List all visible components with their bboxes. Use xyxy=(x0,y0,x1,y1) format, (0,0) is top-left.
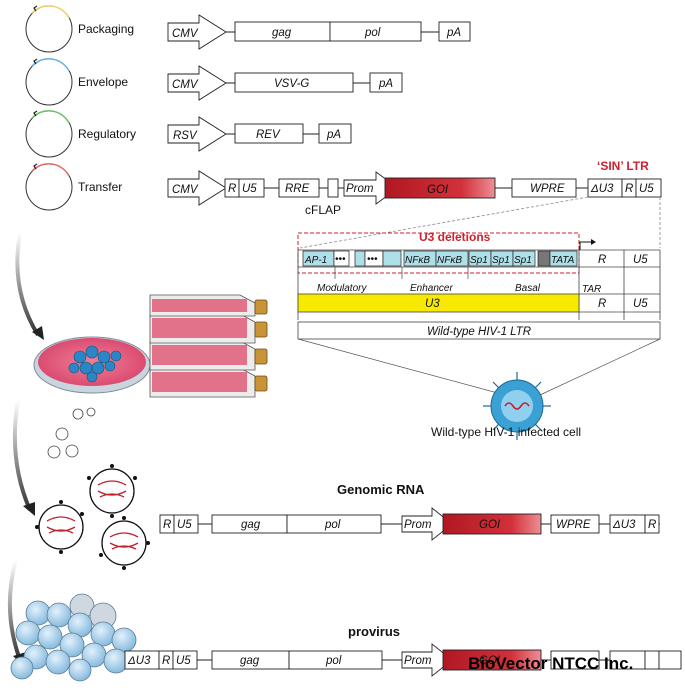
u3-deletions-label: U3 deletions xyxy=(419,230,491,244)
plasmid-regulatory: Regulatory xyxy=(25,110,136,158)
watermark-text: BioVector NTCC Inc. xyxy=(468,654,633,673)
hiv-infected-cell-icon xyxy=(483,372,551,440)
region-basal: Basal xyxy=(515,283,541,294)
element-nfkb-1: NFκB xyxy=(405,255,430,266)
prov-pol-label: pol xyxy=(325,655,342,667)
ltr-r-label: R xyxy=(598,254,606,266)
prov-goi-box xyxy=(442,649,542,671)
rna-u5-label: U5 xyxy=(177,519,192,531)
prov-u5-label: U5 xyxy=(176,655,191,667)
du3-label: ΔU3 xyxy=(590,183,614,195)
pa-label: pA xyxy=(446,27,461,39)
region-modulatory: Modulatory xyxy=(317,283,367,294)
rna-goi-box xyxy=(442,513,542,535)
tar-label: TAR xyxy=(582,284,601,295)
u3-bar xyxy=(297,293,580,313)
pol-label: pol xyxy=(364,27,381,39)
element-nfkb-2: NFκB xyxy=(437,255,462,266)
vsvg-label: VSV-G xyxy=(274,78,309,90)
pa-label: pA xyxy=(326,129,341,141)
ltr-r2-label: R xyxy=(598,298,606,310)
r2-label: R xyxy=(625,183,633,195)
rsv-label: RSV xyxy=(173,130,198,142)
rna-pol-label: pol xyxy=(324,519,341,531)
wt-ltr-bar xyxy=(297,321,661,340)
plasmid-origin-marks xyxy=(33,5,38,170)
element-sp1-1: Sp1 xyxy=(470,255,488,266)
goi-box xyxy=(384,177,496,199)
genomic-rna-title: Genomic RNA xyxy=(337,482,425,497)
rna-wpre-label: WPRE xyxy=(556,519,591,531)
cflap-box xyxy=(327,178,339,198)
cmv-label: CMV xyxy=(172,184,199,196)
rev-label: REV xyxy=(256,129,281,141)
goi-label: GOI xyxy=(427,184,449,196)
ltr-u5b-label: U5 xyxy=(633,298,648,310)
petri-dish-icon xyxy=(33,336,151,394)
construct-packaging: CMV gag pol pA xyxy=(167,14,471,50)
rna-r2-label: R xyxy=(648,519,656,531)
provirus-title: provirus xyxy=(348,624,400,639)
region-enhancer: Enhancer xyxy=(410,283,453,294)
rna-r-label: R xyxy=(163,519,171,531)
construct-provirus: ΔU3 R U5 gag pol Prom GOI xyxy=(124,643,682,677)
small-virions-icon xyxy=(47,407,96,459)
element-sp1-2: Sp1 xyxy=(492,255,510,266)
rna-gag-label: gag xyxy=(241,519,261,531)
prov-du3-label: ΔU3 xyxy=(127,655,151,667)
virion-particles-icon xyxy=(35,464,150,570)
rna-prom-label: Prom xyxy=(404,519,432,531)
cell-culture-flasks-icon xyxy=(149,294,268,398)
element-sp1-3: Sp1 xyxy=(514,255,532,266)
r-label: R xyxy=(228,183,236,195)
plasmid-envelope: Envelope xyxy=(25,58,128,106)
rre-label: RRE xyxy=(285,183,310,195)
u3-label: U3 xyxy=(425,298,440,310)
prov-prom-label: Prom xyxy=(404,655,432,667)
element-dots-2: ••• xyxy=(367,254,378,265)
gag-label: gag xyxy=(272,27,292,39)
rna-goi-label: GOI xyxy=(479,519,501,531)
wpre-label: WPRE xyxy=(530,183,565,195)
prov-r-label: R xyxy=(162,655,170,667)
construct-regulatory: RSV REV pA xyxy=(167,116,352,152)
transduced-cells-icon xyxy=(10,593,137,682)
sin-ltr-label: ‘SIN’ LTR xyxy=(597,159,649,173)
prom-label: Prom xyxy=(346,183,374,195)
prov-gag-label: gag xyxy=(240,655,260,667)
plasmid-label-regulatory: Regulatory xyxy=(78,127,136,141)
plasmid-label-packaging: Packaging xyxy=(78,22,134,36)
element-dots-1: ••• xyxy=(335,254,346,265)
element-tata: TATA xyxy=(551,255,575,266)
u5-label: U5 xyxy=(242,183,257,195)
u5b-label: U5 xyxy=(639,183,654,195)
ltr-detail: U3 deletions AP-1 ••• ••• NFκB NFκB Sp1 … xyxy=(297,230,661,396)
construct-genomic-rna: R U5 gag pol Prom GOI WPRE ΔU3 R xyxy=(159,507,660,541)
element-ap1: AP-1 xyxy=(304,255,327,266)
plasmid-packaging: Packaging xyxy=(25,5,134,53)
ltr-u5-label: U5 xyxy=(633,254,648,266)
construct-envelope: CMV VSV-G pA xyxy=(167,65,403,101)
wt-ltr-label: Wild-type HIV-1 LTR xyxy=(427,326,531,338)
cmv-label: CMV xyxy=(172,79,199,91)
plasmid-label-envelope: Envelope xyxy=(78,75,128,89)
pa-label: pA xyxy=(378,78,393,90)
cflap-label: cFLAP xyxy=(305,203,341,217)
rna-du3-label: ΔU3 xyxy=(612,519,636,531)
plasmid-transfer: Transfer xyxy=(25,163,122,211)
prov-goi-label: GOI xyxy=(479,655,501,667)
infected-cell-label: Wild-type HIV-1 infected cell xyxy=(431,425,581,439)
plasmid-label-transfer: Transfer xyxy=(78,180,122,194)
construct-transfer: CMV R U5 RRE cFLAP Prom GOI WPRE ΔU3 R U… xyxy=(167,170,662,217)
cmv-label: CMV xyxy=(172,28,199,40)
